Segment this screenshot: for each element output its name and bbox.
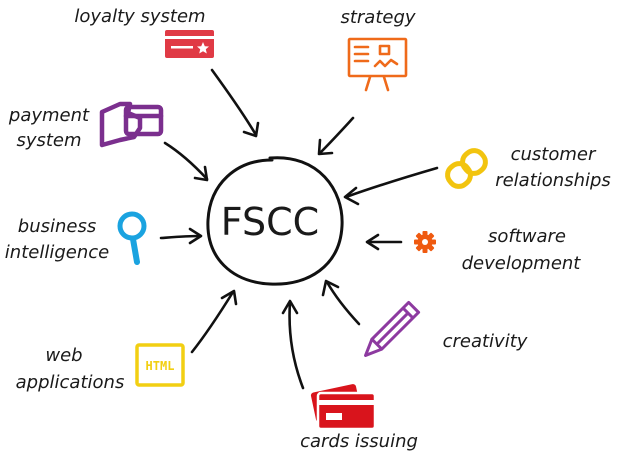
arrow-customer-relationships — [343, 166, 439, 206]
credit-cards-icon — [310, 384, 377, 431]
payment-system-label-line2: system — [16, 130, 81, 151]
node-loyalty-system: loyalty system — [74, 6, 214, 58]
arrow-strategy — [317, 116, 355, 156]
arrow-business-intelligence — [159, 227, 203, 245]
arrow-payment-system — [163, 141, 209, 182]
arrow-software-development — [365, 233, 403, 251]
arrows — [159, 68, 439, 390]
gear-icon — [414, 231, 436, 253]
chain-link-icon — [445, 148, 488, 189]
cards-issuing-label: cards issuing — [300, 431, 418, 452]
node-web-applications: web applications HTML — [16, 343, 185, 393]
html-tag-text: HTML — [146, 359, 175, 373]
loyalty-card-icon — [165, 30, 214, 58]
node-creativity: creativity — [364, 300, 528, 357]
center-label: FSCC — [221, 200, 319, 244]
node-cards-issuing: cards issuing — [300, 384, 418, 452]
node-customer-relationships: customer relationships — [445, 144, 611, 191]
html-tag-icon: HTML — [135, 343, 185, 387]
strategy-label: strategy — [340, 7, 415, 28]
arrow-cards-issuing — [281, 299, 305, 390]
center-node: FSCC — [206, 156, 344, 286]
node-software-development: software development — [414, 226, 581, 274]
node-business-intelligence: business intelligence — [5, 211, 147, 265]
software-development-label-line1: software — [488, 226, 566, 247]
presentation-board-icon — [347, 37, 408, 92]
web-applications-label-line1: web — [45, 345, 82, 366]
software-development-label-line2: development — [462, 253, 582, 274]
node-payment-system: payment system — [8, 101, 164, 151]
arrow-creativity — [321, 279, 361, 326]
loyalty-system-label: loyalty system — [74, 6, 205, 27]
card-in-hand-icon — [99, 101, 164, 148]
arrow-web-applications — [190, 289, 238, 354]
business-intelligence-label-line2: intelligence — [5, 242, 109, 263]
customer-relationships-label-line2: relationships — [495, 170, 611, 191]
web-applications-label-line2: applications — [16, 372, 125, 393]
center-circle — [206, 156, 344, 286]
customer-relationships-label-line1: customer — [511, 144, 597, 165]
pencil-icon — [364, 300, 421, 357]
node-strategy: strategy — [340, 7, 416, 92]
arrow-loyalty-system — [210, 68, 260, 138]
magnifier-icon — [117, 211, 147, 265]
creativity-label: creativity — [443, 331, 528, 352]
payment-system-label-line1: payment — [8, 105, 90, 126]
business-intelligence-label-line1: business — [18, 216, 96, 237]
